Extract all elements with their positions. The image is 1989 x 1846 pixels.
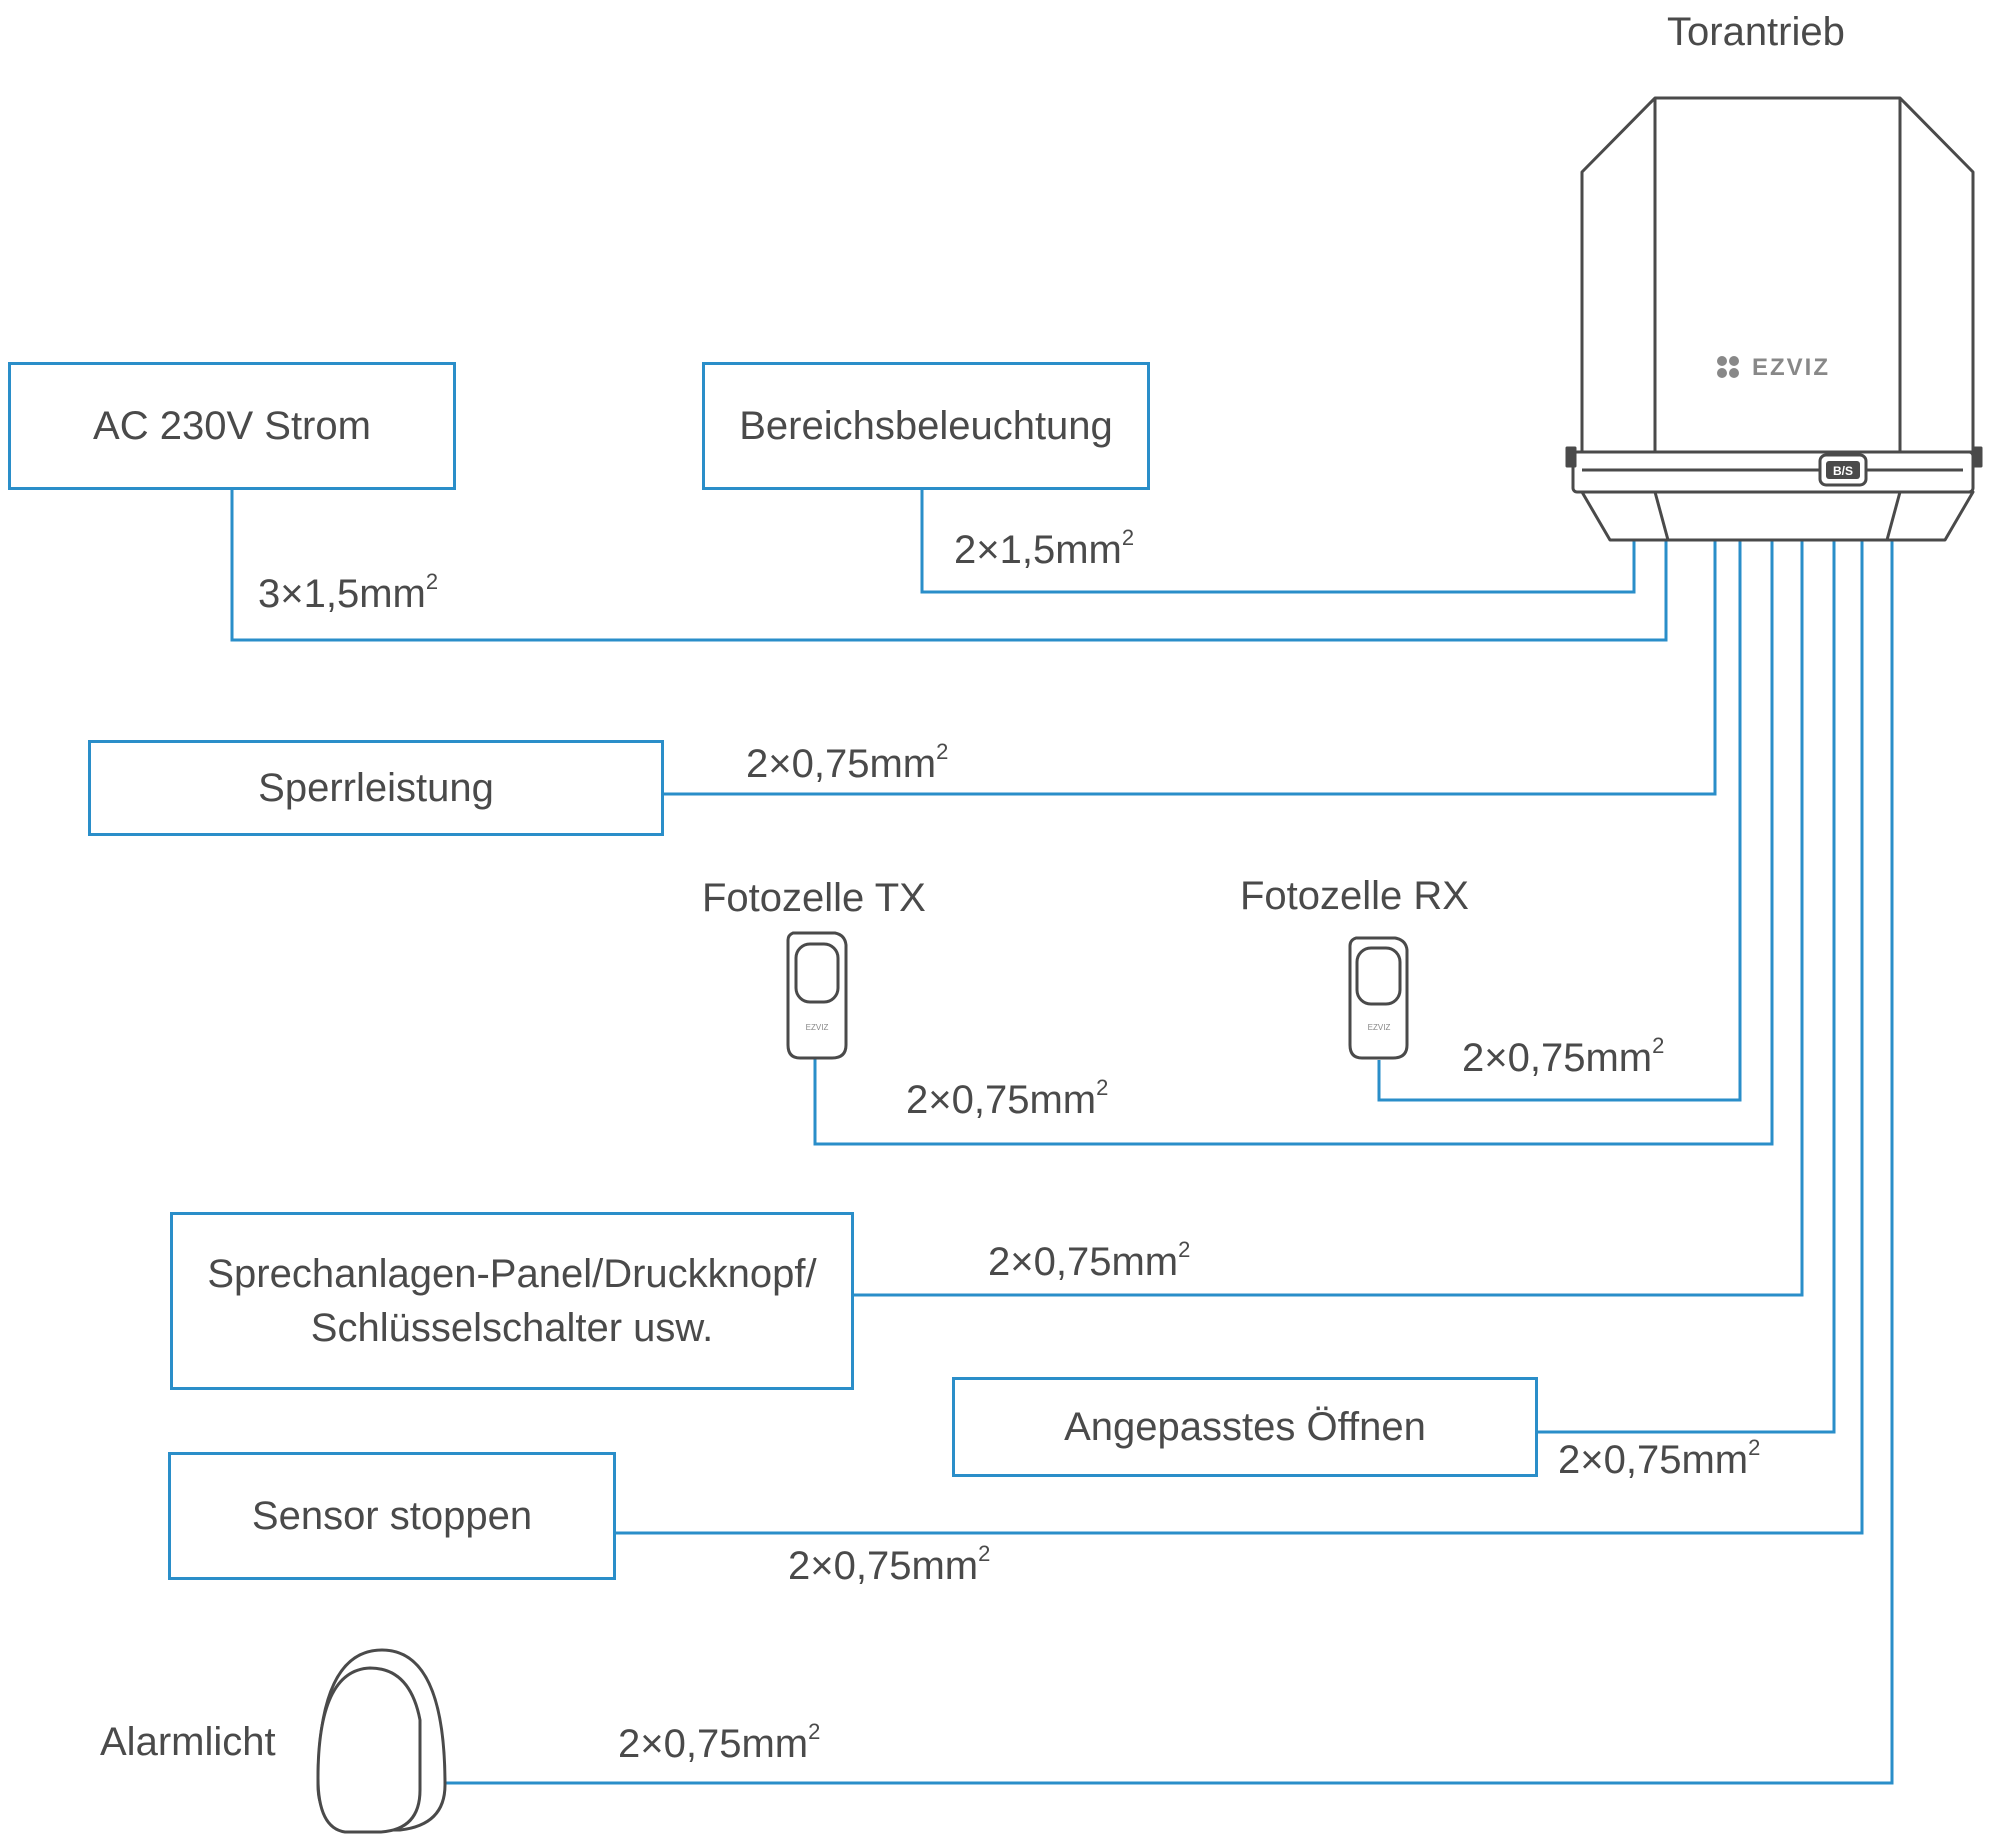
gate-motor-brand: EZVIZ	[1752, 354, 1830, 381]
cable-label-custom-open: 2×0,75mm2	[1558, 1434, 1761, 1482]
intercom-label-line2: Schlüsselschalter usw.	[310, 1306, 714, 1350]
ezviz-logo-icon	[1717, 356, 1739, 378]
gate-motor-title: Torantrieb	[1667, 10, 1845, 54]
intercom-label-line1: Sprechanlagen-Panel/Druckknopf/	[207, 1252, 817, 1296]
ac-power-label: AC 230V Strom	[93, 404, 371, 448]
wire-lock-power	[662, 540, 1717, 796]
cable-label-alarm-light: 2×0,75mm2	[618, 1718, 821, 1766]
ac-power-box: AC 230V Strom	[8, 362, 456, 490]
photocell-rx-label: Fotozelle RX	[1240, 874, 1469, 918]
wire-custom-open	[1536, 540, 1836, 1434]
wire-intercom	[852, 540, 1804, 1297]
wire-photocell-tx	[813, 540, 1774, 1146]
cable-label-photocell-tx: 2×0,75mm2	[906, 1074, 1109, 1122]
photocell-tx-label: Fotozelle TX	[702, 876, 926, 920]
custom-open-box: Angepasstes Öffnen	[952, 1377, 1538, 1477]
wire-photocell-rx	[1377, 540, 1742, 1102]
wire-alarm-light	[443, 540, 1894, 1785]
cable-label-photocell-rx: 2×0,75mm2	[1462, 1032, 1665, 1080]
photocell-rx-brand: EZVIZ	[1368, 1023, 1391, 1032]
wire-ac-power	[230, 490, 1668, 642]
gate-motor-icon: B/S EZVIZ	[1565, 96, 1983, 542]
area-lighting-box: Bereichsbeleuchtung	[702, 362, 1150, 490]
cable-label-intercom: 2×0,75mm2	[988, 1236, 1191, 1284]
cable-label-ac-power: 3×1,5mm2	[258, 568, 439, 616]
area-lighting-label: Bereichsbeleuchtung	[739, 404, 1113, 448]
cable-label-lock-power: 2×0,75mm2	[746, 738, 949, 786]
custom-open-label: Angepasstes Öffnen	[1064, 1405, 1426, 1449]
photocell-rx-icon: EZVIZ	[1348, 936, 1409, 1060]
lock-power-label: Sperrleistung	[258, 766, 494, 810]
intercom-box: Sprechanlagen-Panel/Druckknopf/ Schlüsse…	[170, 1212, 854, 1390]
cable-label-stop-sensor: 2×0,75mm2	[788, 1540, 991, 1588]
alarm-light-label: Alarmlicht	[100, 1720, 276, 1764]
stop-sensor-label: Sensor stoppen	[251, 1494, 533, 1538]
alarm-light-icon	[316, 1648, 447, 1834]
wire-area-lighting	[920, 490, 1636, 594]
cable-label-area-lighting: 2×1,5mm2	[954, 524, 1135, 572]
photocell-tx-brand: EZVIZ	[806, 1023, 829, 1032]
photocell-tx-icon: EZVIZ	[786, 931, 848, 1060]
stop-sensor-box: Sensor stoppen	[168, 1452, 616, 1580]
lock-power-box: Sperrleistung	[88, 740, 664, 836]
wire-stop-sensor	[614, 540, 1864, 1535]
bs-button-label: B/S	[1833, 464, 1853, 478]
